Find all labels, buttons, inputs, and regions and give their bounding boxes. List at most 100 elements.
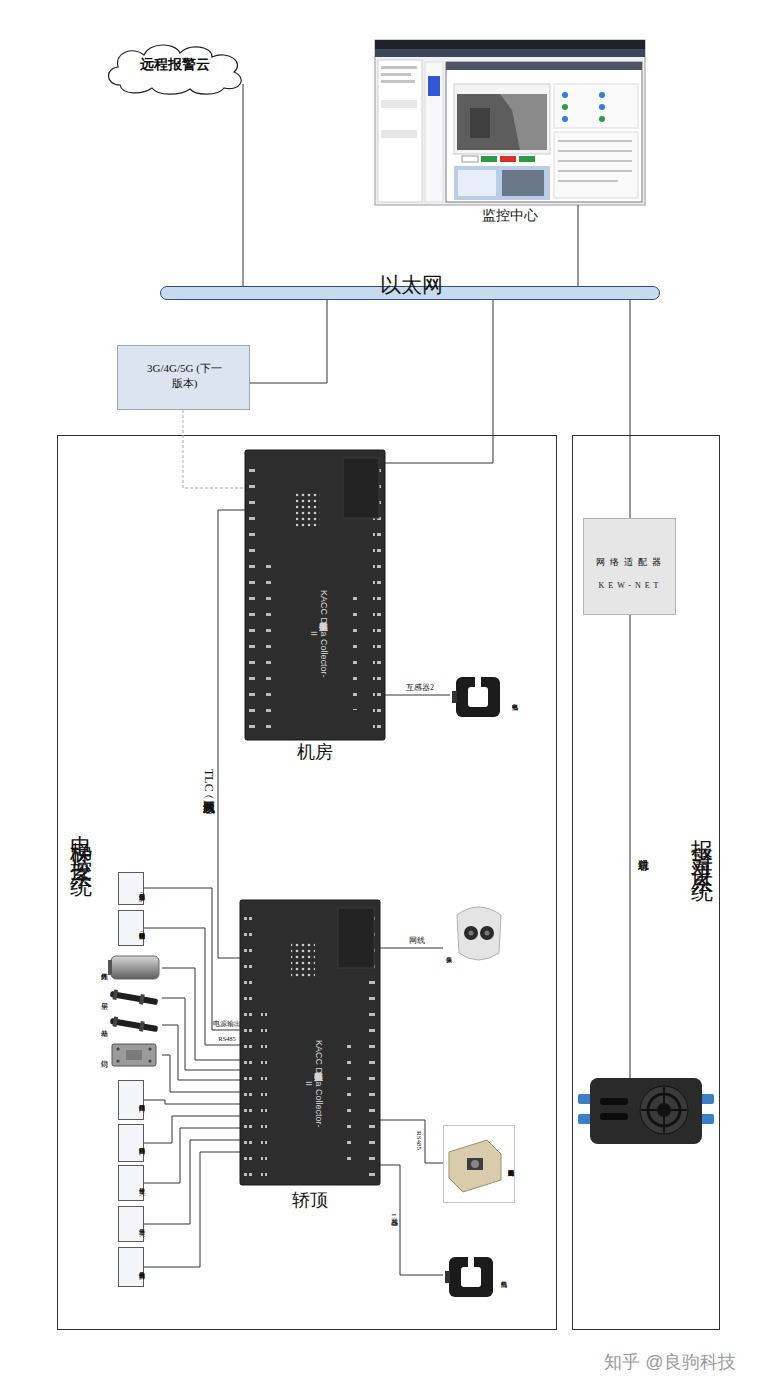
- door-lock-icon-part: [126, 1050, 142, 1060]
- monitor-screenshot-part: [454, 166, 550, 200]
- monitor-screenshot-part: [558, 140, 632, 142]
- lead-wire: [243, 84, 244, 95]
- collector-device-part: [240, 900, 380, 1185]
- collector-device-part: [266, 560, 272, 730]
- laser-sensor: 激光测距门位置传感器: [443, 1125, 515, 1203]
- collector-device-part: [338, 908, 374, 968]
- node-text: 红外人体: [98, 952, 108, 984]
- speaker-icon-part: [578, 1114, 592, 1124]
- monitor-screenshot-part: [381, 80, 415, 83]
- connector-line: [144, 1140, 240, 1224]
- node-text: 基站: [98, 1013, 108, 1037]
- monitor-center: 监控中心: [375, 40, 645, 230]
- monitor-screenshot-part: [425, 62, 443, 202]
- monitor-screenshot-part: [500, 94, 547, 150]
- monitor-screenshot-part: [554, 84, 638, 128]
- signal-box: 检修开关: [118, 1165, 144, 1201]
- door-lock-icon-part: [112, 1044, 156, 1066]
- laser-sensor-icon: [449, 1140, 501, 1192]
- edge-label: 电源输出: [213, 1020, 241, 1029]
- connector-line: [243, 95, 244, 286]
- node-text: 监控中心: [470, 208, 550, 228]
- monitor-screenshot: [375, 40, 645, 205]
- monitor-screenshot-part: [381, 73, 411, 76]
- speaker-icon-part: [600, 1113, 628, 1120]
- monitor-screenshot-part: [381, 66, 417, 69]
- door-lock-icon-part: [148, 1047, 151, 1050]
- edge-label: RS485: [213, 1035, 241, 1044]
- connector-line: [162, 968, 240, 1060]
- signal-box: 机房有人进出信号: [118, 1247, 144, 1287]
- monitor-screenshot-part: [558, 180, 618, 182]
- monitor-screenshot-part: [481, 156, 497, 162]
- current-sensor-icon: [452, 676, 500, 717]
- laser-sensor-icon-part: [467, 1158, 483, 1170]
- node-text: 门锁: [98, 1040, 108, 1070]
- level-sensor-icon: [109, 989, 158, 1007]
- signal-box: 超速保护信号（预留）: [118, 872, 144, 905]
- monitor-screenshot-part: [375, 49, 645, 57]
- bus-label: 对讲总线: [636, 815, 650, 885]
- node-text: 钢丝绳检测信号（预留）: [120, 912, 144, 946]
- node-text: 网络适配器: [584, 557, 677, 571]
- camera-icon-part: [469, 931, 474, 936]
- node-caption: 机房: [275, 742, 355, 766]
- collector-device-part: [291, 942, 315, 978]
- collector-device-part: [244, 912, 252, 1176]
- current-sensor: 电机电流: [450, 672, 520, 727]
- connector-line: [250, 300, 327, 383]
- node-text: 摄像头: [443, 939, 452, 965]
- node-text: 3G/4G/5G (下一版本): [144, 361, 225, 395]
- edge-label: 网线: [400, 936, 434, 947]
- monitor-screenshot-part: [502, 170, 544, 196]
- edge-label: 互感器1: [387, 1195, 398, 1235]
- connector-line: [144, 1152, 240, 1267]
- base-sensor-icon-part: [139, 1021, 145, 1032]
- node-text: 轿门锁回路信号: [120, 1126, 144, 1162]
- connector-line: [162, 1055, 240, 1092]
- speaker-icon-part: [640, 1086, 688, 1134]
- monitor-screenshot-part: [558, 160, 632, 162]
- cloud-node: 远程报警云: [100, 40, 250, 95]
- connector-line: [380, 948, 443, 949]
- door-lock-icon-part: [148, 1059, 151, 1062]
- infrared-sensor-icon-part: [111, 956, 159, 979]
- connector-line: [162, 1025, 240, 1080]
- speaker-icon-part: [663, 1087, 665, 1133]
- laser-sensor-icon-part: [449, 1140, 501, 1192]
- connector-line: [380, 1165, 443, 1275]
- node-caption: KEW-NET: [584, 581, 677, 595]
- edge-label: 互感器2: [398, 683, 442, 694]
- connector-line: [144, 1116, 240, 1143]
- monitor-screenshot-part: [562, 104, 568, 110]
- camera-icon-part: [480, 926, 494, 940]
- connector-line: [218, 510, 245, 958]
- node-caption: 轿顶: [270, 1190, 350, 1214]
- node-text: 激光测距门位置传感器: [501, 1132, 514, 1198]
- current-sensor: 门机电流: [443, 1250, 508, 1305]
- data-collector: KACC数据采集器 Data Collector-II机房: [245, 450, 385, 765]
- node-text: 厅门锁回路信号: [120, 1082, 144, 1120]
- collector-device-part: [343, 458, 379, 518]
- node-text: 门机电流: [497, 1258, 507, 1294]
- node-text: 远程报警云: [100, 57, 250, 77]
- current-sensor-icon-part: [449, 1257, 493, 1297]
- base-sensor-icon-part: [112, 1016, 118, 1027]
- connector-line: [144, 928, 240, 1045]
- level-sensor: 平层: [98, 987, 162, 1009]
- camera-icon-part: [457, 907, 501, 960]
- monitor-screenshot-part: [500, 156, 516, 162]
- speaker-icon-part: [600, 1098, 628, 1105]
- speaker-icon-part: [700, 1094, 714, 1104]
- monitor-screenshot-part: [554, 132, 638, 198]
- monitor-screenshot-part: [519, 156, 535, 162]
- monitor-screenshot-part: [462, 156, 478, 162]
- network-module-box: 3G/4G/5G (下一版本): [117, 345, 250, 410]
- connector-line: [144, 1100, 240, 1104]
- speaker-icon: [578, 1078, 714, 1144]
- collector-device-part: [249, 462, 257, 730]
